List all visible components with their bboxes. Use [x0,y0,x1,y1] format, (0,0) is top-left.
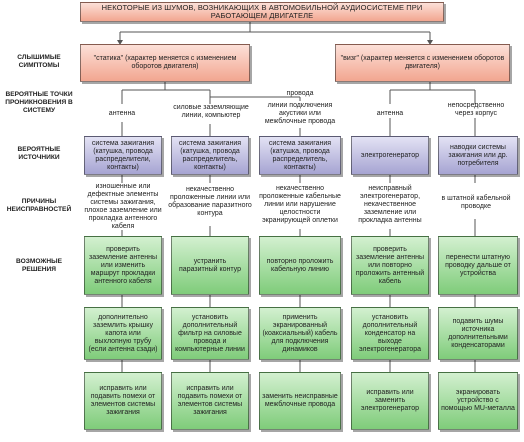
entry-point-3-top: провода [286,90,314,97]
solution-r3-c2-text: исправить или подавить помехи от элемент… [177,385,243,416]
symptom-static-text: "статика" (характер меняется с изменение… [93,55,237,70]
solution-r3-c3: заменить неисправные межблочные провода [259,372,341,430]
section-sources: ВЕРОЯТНЫЕ ИСТОЧНИКИ [17,146,61,161]
solution-r3-c5-text: экранировать устройство с помощью MU-мет… [441,389,515,412]
solution-r1-c5: перенести штатную проводку дальше от уст… [438,236,518,295]
diagram-title: НЕКОТОРЫЕ ИЗ ШУМОВ, ВОЗНИКАЮЩИХ В АВТОМО… [80,2,444,22]
source-box-3: система зажигания (катушка, провода расп… [259,136,341,175]
solution-r2-c1: дополнительно заземлить крышку капота ил… [84,307,162,360]
solution-r3-c1: исправить или подавить помехи от элемент… [84,372,162,430]
solution-r1-c2: устранить паразитный контур [171,236,249,295]
source-text-2: система зажигания (катушка, провода расп… [178,139,242,171]
solution-r1-c1: проверить заземление антенны или изменит… [84,236,162,295]
source-box-4: электрогенератор [351,136,429,175]
section-causes: ПРИЧИНЫ НЕИСПРАВНОСТЕЙ [6,198,72,213]
source-text-4: электрогенератор [360,151,420,159]
source-text-5: наводки системы зажигания или др. потреб… [448,143,508,167]
entry-point-5: непосредственно через корпус [447,102,505,117]
section-solutions: ВОЗМОЖНЫЕ РЕШЕНИЯ [16,258,62,273]
solution-r2-c5-text: подавить шумы источника дополнительными … [448,317,508,349]
source-text-3: система зажигания (катушка, провода расп… [268,139,332,171]
cause-1: изношенные или дефектные элементы систем… [84,183,162,230]
section-symptoms: СЛЫШИМЫЕ СИМПТОМЫ [17,54,61,69]
source-box-5: наводки системы зажигания или др. потреб… [438,136,518,175]
entry-point-4: антенна [376,110,404,117]
solution-r3-c5: экранировать устройство с помощью MU-мет… [438,372,518,430]
solution-r3-c3-text: заменить неисправные межблочные провода [262,393,338,408]
cause-2: некачественно проложенные линии или обра… [168,186,252,217]
solution-r2-c2-text: установить дополнительный фильтр на сило… [175,313,245,353]
solution-r3-c4: исправить или заменить электрогенератор [351,372,429,430]
solution-r1-c3-text: повторно проложить кабельную линию [266,257,334,273]
solution-r1-c5-text: перенести штатную проводку дальше от уст… [445,253,511,277]
solution-r2-c5: подавить шумы источника дополнительными … [438,307,518,360]
diagram-title-text: НЕКОТОРЫЕ ИЗ ШУМОВ, ВОЗНИКАЮЩИХ В АВТОМО… [101,3,423,20]
solution-r3-c4-text: исправить или заменить электрогенератор [360,389,420,412]
symptom-static: "статика" (характер меняется с изменение… [80,44,250,82]
source-box-1: система зажигания (катушка, провода расп… [84,136,162,175]
solution-r1-c1-text: проверить заземление антенны или изменит… [89,245,157,285]
solution-r2-c3: применить экранированный (коаксиальный) … [259,307,341,360]
section-entry-points: ВЕРОЯТНЫЕ ТОЧКИ ПРОНИКНОВЕНИЯ В СИСТЕМУ [5,91,73,114]
source-box-2: система зажигания (катушка, провода расп… [171,136,249,175]
solution-r2-c1-text: дополнительно заземлить крышку капота ил… [88,313,158,353]
solution-r1-c3: повторно проложить кабельную линию [259,236,341,295]
entry-point-3: линии подключения акустики или межблочны… [264,102,336,125]
solution-r1-c2-text: устранить паразитный контур [179,257,241,273]
solution-r2-c4: установить дополнительный конденсатор на… [351,307,429,360]
source-text-1: система зажигания (катушка, провода расп… [91,139,155,171]
cause-3: некачественно проложенные кабельные лини… [259,185,341,224]
entry-point-2: силовые заземляющие линии, компьютер [173,104,249,119]
cause-5: в штатной кабельной проводке [441,195,511,210]
symptom-whine: "визг" (характер меняется с изменением о… [335,44,510,82]
cause-4: неисправный электрогенератор, некачестве… [358,185,422,224]
solution-r3-c1-text: исправить или подавить помехи от элемент… [90,385,156,416]
symptom-whine-text: "визг" (характер меняется с изменением о… [340,55,505,70]
solution-r3-c2: исправить или подавить помехи от элемент… [171,372,249,430]
solution-r1-c4: проверить заземление антенны или повторн… [351,236,429,295]
solution-r1-c4-text: проверить заземление антенны или повторн… [355,245,425,285]
solution-r2-c3-text: применить экранированный (коаксиальный) … [262,313,338,353]
entry-point-1: антенна [108,110,136,117]
solution-r2-c2: установить дополнительный фильтр на сило… [171,307,249,360]
solution-r2-c4-text: установить дополнительный конденсатор на… [358,313,422,353]
